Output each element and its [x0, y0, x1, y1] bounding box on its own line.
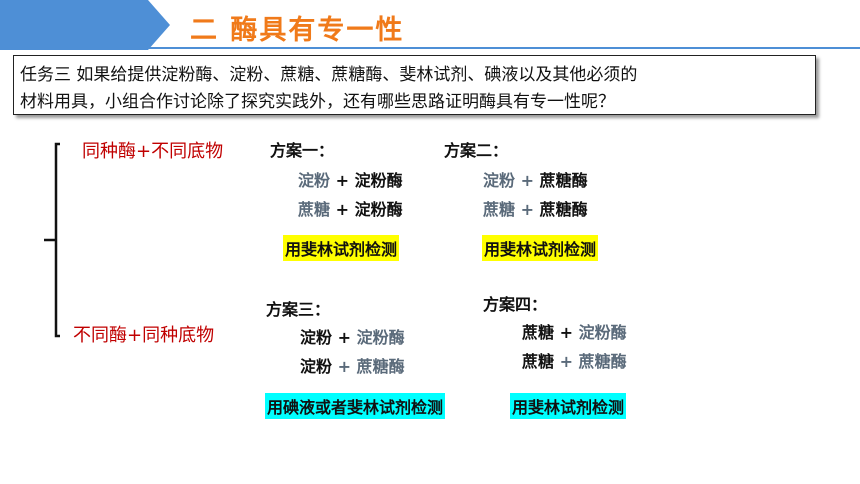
plan4-title: 方案四：	[483, 295, 548, 314]
plan2-r2-plus: +	[520, 200, 534, 219]
plan3-row1: 淀粉 + 淀粉酶	[300, 324, 405, 348]
plan4-row2: 蔗糖 + 蔗糖酶	[522, 348, 627, 372]
plan3-r2-plus: +	[337, 357, 351, 376]
plan3-r1-enzyme: 淀粉酶	[356, 328, 405, 347]
plan4-row1: 蔗糖 + 淀粉酶	[522, 319, 627, 343]
plan4-r1-enzyme: 淀粉酶	[578, 323, 627, 342]
category-diff-enzyme: 不同酶+同种底物	[73, 325, 215, 346]
task-line-1: 任务三 如果给提供淀粉酶、淀粉、蔗糖、蔗糖酶、斐林试剂、碘液以及其他必须的	[20, 65, 638, 85]
plan4-r2-substrate: 蔗糖	[522, 352, 555, 371]
plan1-row1: 淀粉 + 淀粉酶	[298, 167, 403, 191]
plan2-row2: 蔗糖 + 蔗糖酶	[483, 196, 588, 220]
plan4-r1-substrate: 蔗糖	[522, 323, 555, 342]
task-box: 任务三 如果给提供淀粉酶、淀粉、蔗糖、蔗糖酶、斐林试剂、碘液以及其他必须的 材料…	[13, 55, 816, 115]
plan1-r1-substrate: 淀粉	[298, 171, 331, 190]
plan3-r2-enzyme: 蔗糖酶	[356, 357, 405, 376]
plan1-title: 方案一：	[270, 141, 335, 160]
page-title: 二 酶具有专一性	[190, 15, 405, 46]
category-same-enzyme: 同种酶+不同底物	[82, 141, 224, 162]
banner-shape	[0, 0, 860, 50]
plan2-title: 方案二：	[444, 141, 509, 160]
plan3-r2-substrate: 淀粉	[300, 357, 333, 376]
plan4-r2-enzyme: 蔗糖酶	[578, 352, 627, 371]
plan2-r1-plus: +	[520, 171, 534, 190]
plan1-r1-plus: +	[335, 171, 349, 190]
left-brace	[44, 142, 60, 338]
plan1-detect: 用斐林试剂检测	[283, 235, 400, 261]
plan3-row2: 淀粉 + 蔗糖酶	[300, 353, 405, 377]
plan2-detect: 用斐林试剂检测	[482, 235, 599, 261]
plan3-r1-substrate: 淀粉	[300, 328, 333, 347]
plan4-detect: 用斐林试剂检测	[510, 393, 627, 419]
plan3-title: 方案三：	[266, 300, 331, 319]
plan1-r2-substrate: 蔗糖	[298, 200, 331, 219]
plan1-r2-plus: +	[335, 200, 349, 219]
plan1-r1-enzyme: 淀粉酶	[354, 171, 403, 190]
plan2-r1-substrate: 淀粉	[483, 171, 516, 190]
plan1-r2-enzyme: 淀粉酶	[354, 200, 403, 219]
plan2-row1: 淀粉 + 蔗糖酶	[483, 167, 588, 191]
plan1-row2: 蔗糖 + 淀粉酶	[298, 196, 403, 220]
plan3-detect: 用碘液或者斐林试剂检测	[265, 393, 446, 419]
plan2-r1-enzyme: 蔗糖酶	[539, 171, 588, 190]
plan3-r1-plus: +	[337, 328, 351, 347]
title-banner	[0, 0, 860, 50]
plan4-r2-plus: +	[559, 352, 573, 371]
task-line-2: 材料用具，小组合作讨论除了探究实践外，还有哪些思路证明酶具有专一性呢？	[20, 92, 615, 112]
plan2-r2-enzyme: 蔗糖酶	[539, 200, 588, 219]
plan2-r2-substrate: 蔗糖	[483, 200, 516, 219]
plan4-r1-plus: +	[559, 323, 573, 342]
